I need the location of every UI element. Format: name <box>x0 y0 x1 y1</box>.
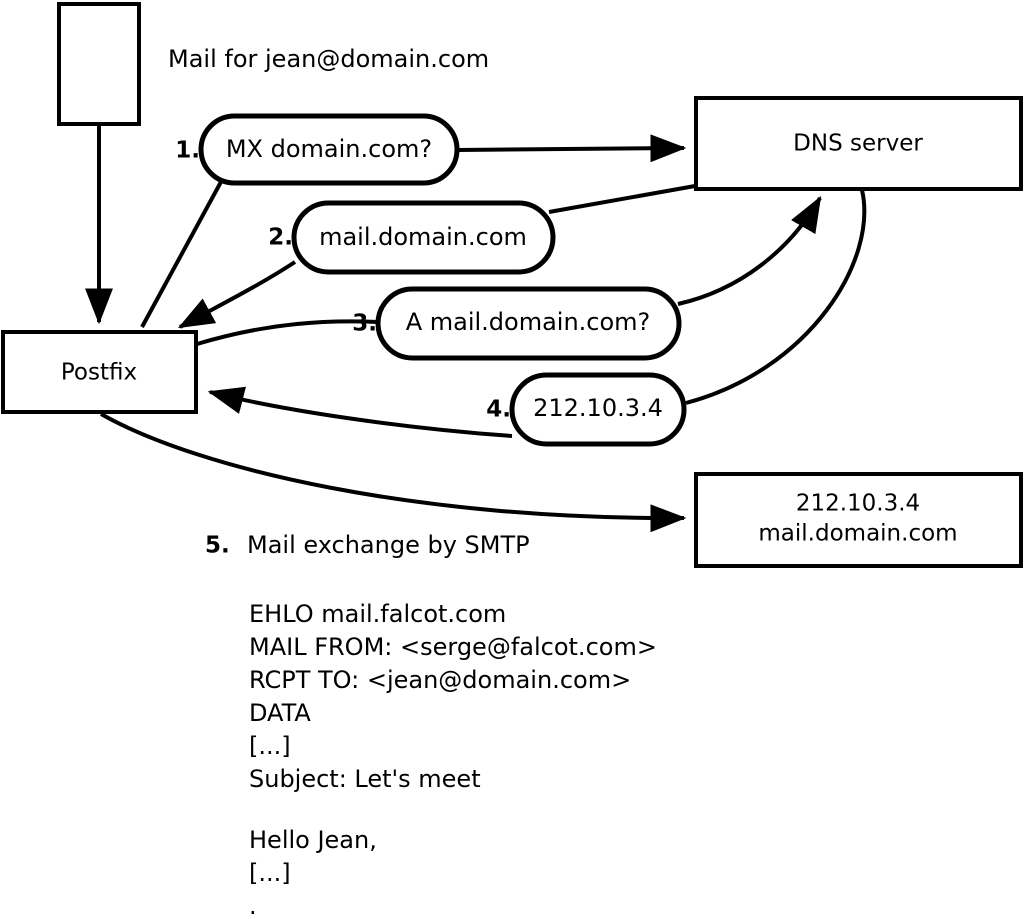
dns-server-box[interactable] <box>694 96 1023 191</box>
mail-server-box-hostname: mail.domain.com <box>758 521 957 547</box>
step-3-bubble-label: A mail.domain.com? <box>406 308 651 336</box>
edge-step3-to-dns <box>677 195 822 306</box>
step-5-label: Mail exchange by SMTP <box>247 531 530 559</box>
step-2-number: 2. <box>268 225 293 251</box>
client-box[interactable] <box>57 2 141 126</box>
edge-postfix-to-mailserver <box>100 412 687 533</box>
edge-step2-to-postfix <box>177 260 297 329</box>
transcript-line-7: Hello Jean, <box>249 826 377 854</box>
step-5-number: 5. <box>205 533 230 559</box>
transcript-line-9: . <box>249 892 257 919</box>
step-3-number: 3. <box>352 311 377 337</box>
edge-postfix-to-step3 <box>196 319 379 346</box>
mail-for-note: Mail for jean@domain.com <box>168 45 489 73</box>
transcript-line-3: DATA <box>249 699 311 727</box>
step-2-bubble-label: mail.domain.com <box>319 223 527 251</box>
edge-step4-to-postfix <box>207 386 513 438</box>
step-4-number: 4. <box>486 397 511 423</box>
edge-dns-to-step4 <box>685 189 867 405</box>
step-1-bubble[interactable] <box>198 113 460 186</box>
step-1-number: 1. <box>175 138 200 164</box>
edge-dns-to-step2 <box>548 184 696 214</box>
transcript-line-8: [...] <box>249 859 291 887</box>
transcript-line-2: RCPT TO: <jean@domain.com> <box>249 666 631 694</box>
step-4-bubble-label: 212.10.3.4 <box>533 394 663 422</box>
step-1-bubble-label: MX domain.com? <box>226 135 432 163</box>
mail-server-box[interactable] <box>694 472 1023 568</box>
transcript-line-4: [...] <box>249 732 291 760</box>
mail-server-box-ip: 212.10.3.4 <box>796 491 920 517</box>
edge-postfix-to-step1 <box>140 179 224 328</box>
postfix-box-label: Postfix <box>61 360 137 386</box>
postfix-box[interactable] <box>1 330 198 414</box>
step-2-bubble[interactable] <box>291 200 556 275</box>
edge-step1-to-dns <box>457 134 687 163</box>
step-4-bubble[interactable] <box>509 372 687 447</box>
dns-server-box-label: DNS server <box>793 131 923 157</box>
step-3-bubble[interactable] <box>375 286 682 361</box>
transcript-line-5: Subject: Let's meet <box>249 765 481 793</box>
transcript-line-1: MAIL FROM: <serge@falcot.com> <box>249 633 657 661</box>
transcript-line-0: EHLO mail.falcot.com <box>249 600 506 628</box>
